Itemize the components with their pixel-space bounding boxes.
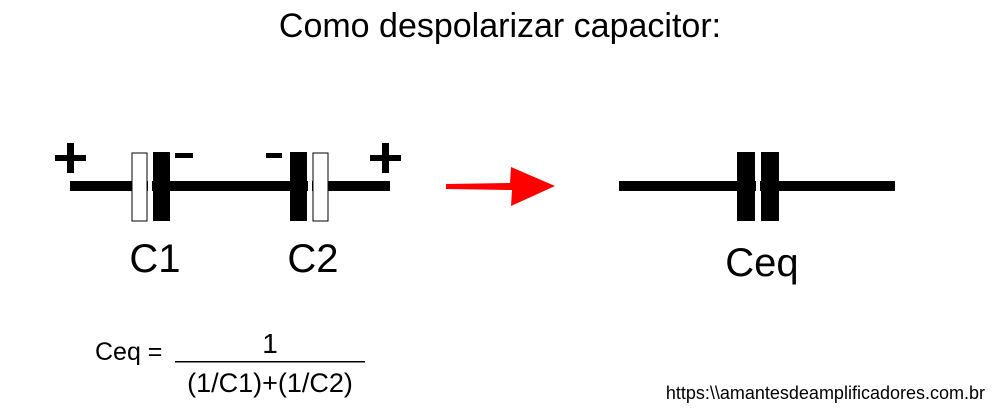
formula-numerator: 1 — [262, 328, 278, 359]
c1-negative-plate — [153, 152, 170, 221]
c2-negative-plate — [290, 152, 307, 221]
c2-label: C2 — [287, 237, 338, 281]
c1-label: C1 — [129, 237, 180, 281]
arrow-right-icon — [446, 167, 555, 206]
c2-positive-plate — [312, 152, 329, 222]
footer-url: https:\\amantesdeamplificadores.com.br — [666, 383, 985, 403]
plus-icon-left — [55, 143, 86, 173]
c1-positive-plate — [131, 152, 148, 222]
equivalent-capacitor-circuit: Ceq — [619, 152, 895, 285]
plus-icon-right — [370, 143, 401, 173]
ceq-gap — [756, 170, 760, 200]
c2-gap — [308, 175, 312, 197]
equivalent-capacitance-formula: Ceq = 1 (1/C1)+(1/C2) — [95, 328, 365, 398]
ceq-plate-right — [761, 152, 779, 221]
wire-left-circuit — [70, 181, 390, 191]
series-capacitors-circuit: C1 C2 — [55, 143, 401, 281]
ceq-plate-left — [737, 152, 755, 221]
fraction-bar — [175, 361, 365, 363]
c1-gap — [148, 175, 152, 197]
minus-icon-c2 — [266, 153, 282, 158]
diagram-title: Como despolarizar capacitor: — [279, 7, 721, 45]
formula-denominator: (1/C1)+(1/C2) — [187, 368, 353, 398]
formula-lhs: Ceq = — [95, 338, 162, 366]
ceq-label: Ceq — [725, 241, 798, 285]
minus-icon-c1 — [175, 153, 193, 158]
